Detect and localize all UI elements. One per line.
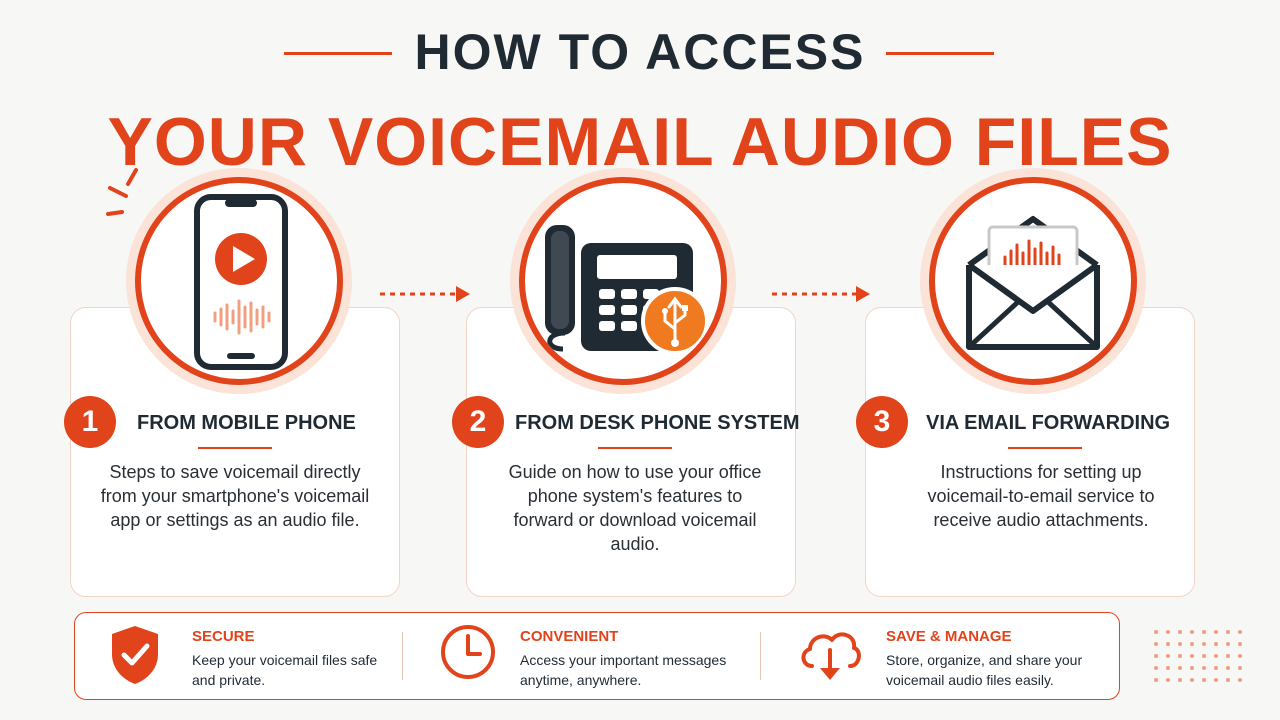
feature-save-manage-title: SAVE & MANAGE — [886, 628, 1012, 645]
step-2-title: FROM DESK PHONE SYSTEM — [515, 412, 800, 434]
feature-save-manage-description: Store, organize, and share your voicemai… — [886, 652, 1083, 688]
step-1-number: 1 — [64, 396, 116, 448]
clock-icon — [441, 625, 495, 679]
feature-divider-1 — [402, 632, 403, 680]
step-1-icon-circle — [126, 168, 352, 394]
shield-check-icon — [112, 626, 158, 684]
step-3-title: VIA EMAIL FORWARDING — [926, 412, 1171, 434]
step-2-icon-circle — [510, 168, 736, 394]
title-decoration-right — [886, 52, 994, 55]
dot-grid-decoration — [1154, 630, 1242, 682]
title-line1: HOW TO ACCESS — [414, 24, 866, 80]
smartphone-play-icon — [194, 194, 288, 370]
step-2-number: 2 — [452, 396, 504, 448]
step-2-underline — [598, 447, 672, 449]
feature-divider-2 — [760, 632, 761, 680]
burst-icon — [106, 168, 138, 216]
step-3-number: 3 — [856, 396, 908, 448]
step-2-description: Guide on how to use your office phone sy… — [508, 462, 762, 554]
title-line2: YOUR VOICEMAIL AUDIO FILES — [107, 104, 1173, 180]
feature-convenient-title: CONVENIENT — [520, 628, 619, 645]
step-1-description: Steps to save voicemail directly from yo… — [100, 462, 370, 530]
envelope-audio-icon — [966, 216, 1100, 350]
feature-secure-description: Keep your voicemail files safe and priva… — [192, 652, 378, 688]
feature-convenient-description: Access your important messages anytime, … — [520, 652, 727, 688]
arrow-step-2-to-3 — [772, 286, 870, 302]
step-1-title: FROM MOBILE PHONE — [137, 412, 356, 434]
step-1-underline — [198, 447, 272, 449]
cloud-download-icon — [801, 632, 861, 680]
features-bar — [74, 612, 1120, 700]
step-3-icon-circle — [920, 168, 1146, 394]
step-3-underline — [1008, 447, 1082, 449]
step-3-description: Instructions for setting up voicemail-to… — [927, 462, 1155, 530]
arrow-step-1-to-2 — [380, 286, 470, 302]
title-decoration-left — [284, 52, 392, 55]
desk-phone-usb-icon — [545, 225, 709, 355]
feature-secure-title: SECURE — [192, 628, 255, 645]
